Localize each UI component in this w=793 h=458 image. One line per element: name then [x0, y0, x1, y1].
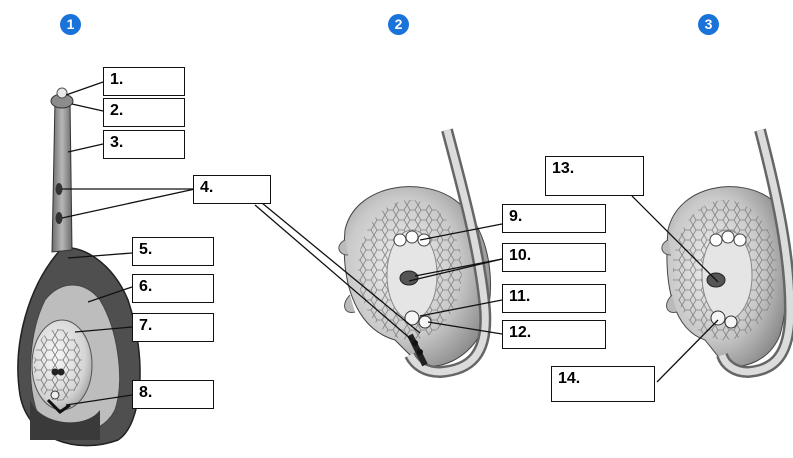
label-box-8[interactable]: 8.	[132, 380, 214, 409]
pollen-tube-nucleus-upper	[55, 183, 63, 195]
antipodal-cell-a	[393, 233, 407, 247]
label-number-8: 8.	[139, 384, 153, 401]
antipodal-cell-c	[417, 233, 431, 247]
label-number-9: 9.	[509, 208, 523, 225]
label-number-7: 7.	[139, 317, 153, 334]
pistil	[17, 87, 141, 447]
leader-lines	[61, 81, 719, 406]
label-box-14[interactable]: 14.	[551, 366, 655, 402]
synergid-3	[724, 315, 738, 329]
ovule-fertilization	[338, 128, 492, 379]
antipodal-cell-b	[405, 230, 419, 244]
step-badge-2: 2	[388, 14, 409, 35]
label-number-10: 10.	[509, 247, 532, 264]
label-number-14: 14.	[558, 370, 581, 387]
sperm-nucleus-a	[412, 340, 418, 346]
antipodal-cell-f	[733, 233, 747, 247]
egg-cell-2	[404, 310, 420, 326]
pollen-tube-nucleus-lower	[55, 212, 63, 224]
label-box-6[interactable]: 6.	[132, 274, 214, 303]
egg-cell	[50, 390, 60, 400]
label-box-10[interactable]: 10.	[502, 243, 606, 272]
label-number-3: 3.	[110, 134, 124, 151]
sperm-nucleus-b	[417, 349, 423, 355]
micropyle-region	[30, 400, 100, 440]
nucellus-cells	[34, 329, 82, 401]
label-box-1[interactable]: 1.	[103, 67, 185, 96]
label-number-5: 5.	[139, 241, 153, 258]
style	[51, 99, 73, 253]
step-badge-1: 1	[60, 14, 81, 35]
antipodal-cell-d	[709, 233, 723, 247]
label-box-11[interactable]: 11.	[502, 284, 606, 313]
label-box-9[interactable]: 9.	[502, 204, 606, 233]
integument-bottom-2	[344, 294, 356, 314]
label-number-12: 12.	[509, 324, 532, 341]
zygote	[710, 310, 726, 326]
polar-nucleus-b	[57, 368, 65, 376]
polar-nuclei-2	[399, 270, 419, 286]
funiculus	[46, 398, 71, 414]
label-box-12[interactable]: 12.	[502, 320, 606, 349]
label-box-2[interactable]: 2.	[103, 98, 185, 127]
pollen-tube-2	[407, 333, 428, 367]
label-number-1: 1.	[110, 71, 124, 88]
polar-nucleus-a	[51, 368, 59, 376]
label-box-13[interactable]: 13.	[545, 156, 644, 196]
integument-bottom-3	[666, 294, 678, 314]
label-number-4: 4.	[200, 179, 214, 196]
step-badge-3: 3	[698, 14, 719, 35]
label-box-5[interactable]: 5.	[132, 237, 214, 266]
label-box-4[interactable]: 4.	[193, 175, 271, 204]
label-number-2: 2.	[110, 102, 124, 119]
pollen-grain	[56, 87, 68, 99]
label-number-13: 13.	[552, 160, 575, 177]
antipodal-cell-e	[721, 230, 735, 244]
label-box-7[interactable]: 7.	[132, 313, 214, 342]
label-number-11: 11.	[509, 288, 531, 305]
ovule-fertilized	[661, 128, 793, 379]
integument-left-3	[661, 239, 672, 256]
integument-left-2	[338, 239, 349, 256]
label-box-3[interactable]: 3.	[103, 130, 185, 159]
label-number-6: 6.	[139, 278, 153, 295]
